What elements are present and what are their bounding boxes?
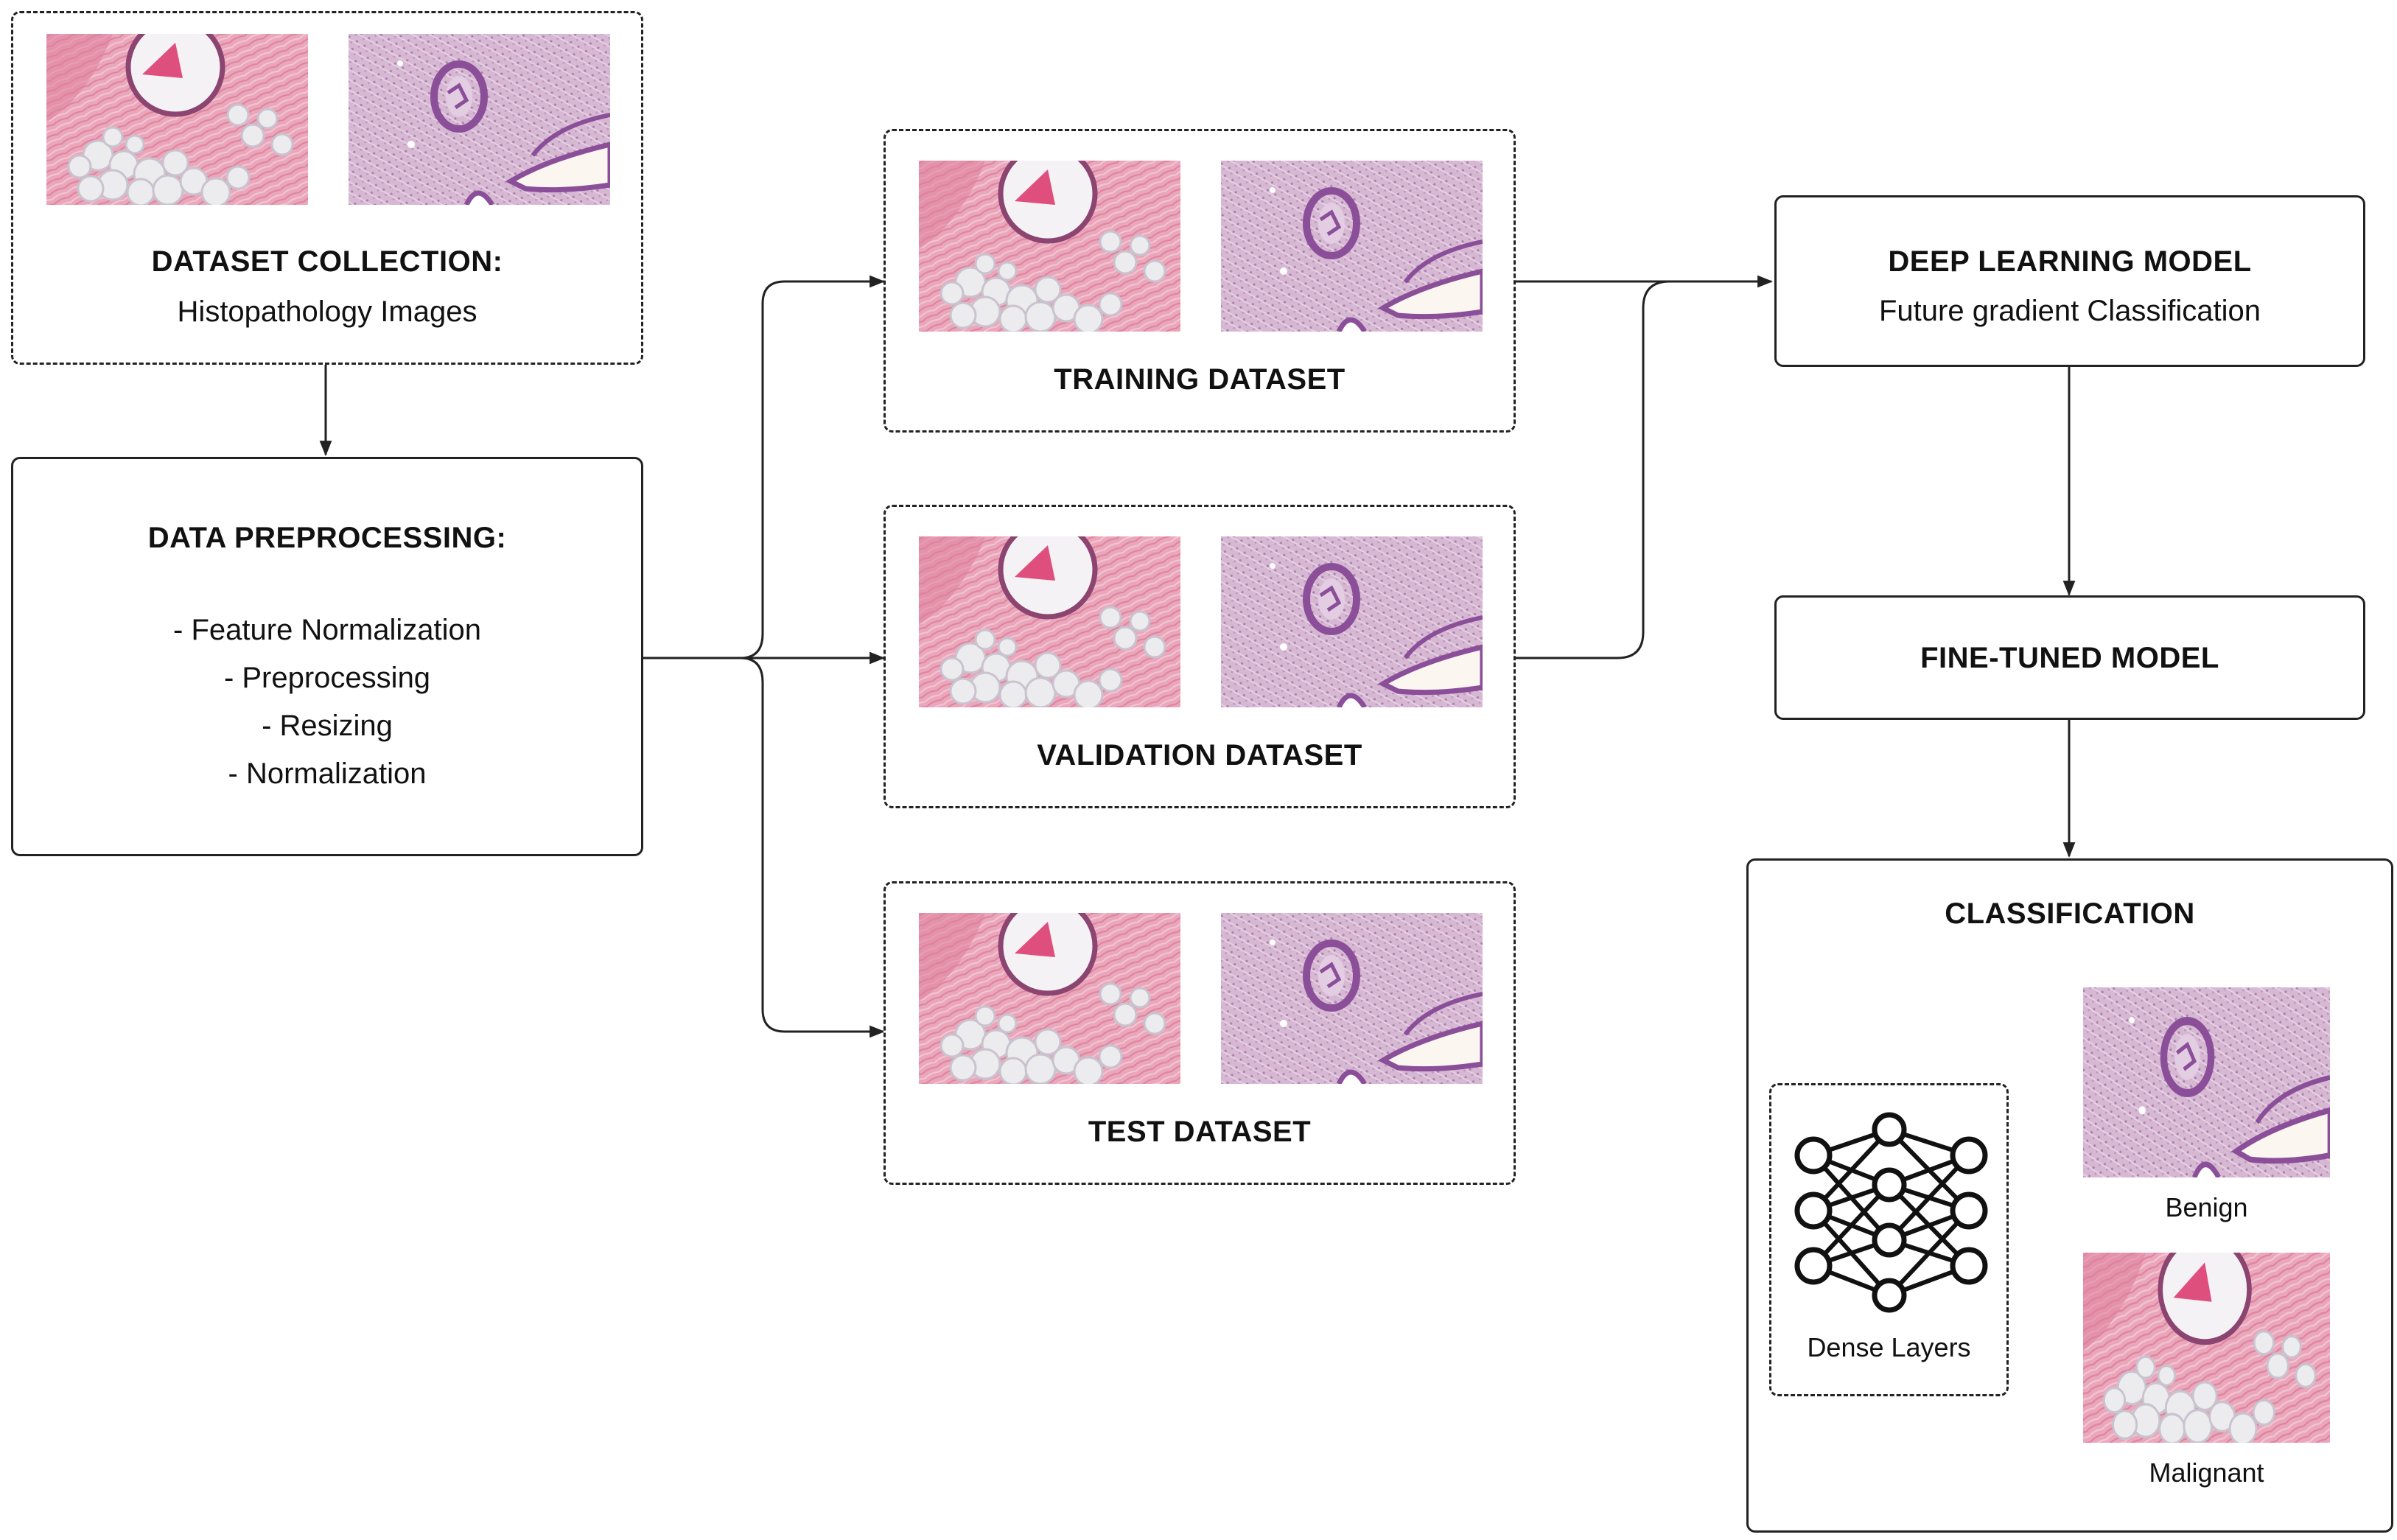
data-preprocessing-box: DATA PREPROCESSING: - Feature Normalizat… (11, 457, 643, 856)
deep-learning-model-box: DEEP LEARNING MODEL Future gradient Clas… (1774, 195, 2365, 367)
preprocessing-step: - Resizing (262, 710, 393, 742)
dataset-collection-subtitle: Histopathology Images (177, 295, 477, 328)
fine-tuned-model-title: FINE-TUNED MODEL (1920, 642, 2219, 674)
arrow-to-training (740, 275, 886, 659)
benign-sample-image (349, 34, 610, 205)
benign-sample-image (1221, 161, 1483, 332)
training-dataset-title: TRAINING DATASET (1054, 363, 1346, 396)
test-dataset-box: TEST DATASET (883, 881, 1516, 1185)
malignant-label: Malignant (2149, 1457, 2264, 1488)
malignant-sample-image (46, 34, 308, 205)
malignant-sample-image (919, 913, 1180, 1084)
malignant-result-image (2083, 1253, 2330, 1443)
preprocessing-step: - Preprocessing (223, 662, 431, 694)
test-dataset-title: TEST DATASET (1088, 1116, 1312, 1148)
dense-layers-label: Dense Layers (1807, 1332, 1971, 1362)
deep-learning-model-title: DEEP LEARNING MODEL (1888, 245, 2252, 278)
benign-label: Benign (2165, 1192, 2248, 1222)
validation-dataset-title: VALIDATION DATASET (1037, 739, 1362, 771)
deep-learning-model-subtitle: Future gradient Classification (1878, 295, 2261, 327)
classification-title: CLASSIFICATION (1945, 897, 2195, 930)
validation-dataset-box: VALIDATION DATASET (883, 505, 1516, 808)
preprocessing-step: - Normalization (228, 757, 427, 790)
benign-result-image (2083, 987, 2330, 1177)
fine-tuned-model-box: FINE-TUNED MODEL (1774, 595, 2365, 720)
malignant-sample-image (919, 536, 1180, 707)
data-preprocessing-title: DATA PREPROCESSING: (147, 522, 507, 554)
dense-layers-box: Dense Layers (1769, 1083, 2009, 1396)
benign-sample-image (1221, 913, 1483, 1084)
neural-network-icon (1794, 1112, 1988, 1313)
arrow-to-test (740, 657, 886, 1038)
dataset-collection-title: DATASET COLLECTION: (151, 245, 503, 278)
classification-box: CLASSIFICATION Dense Layers Benign Malig… (1746, 858, 2393, 1533)
dataset-collection-box: DATASET COLLECTION: Histopathology Image… (11, 11, 643, 365)
arrow-validation-to-model (1514, 280, 1670, 659)
malignant-sample-image (919, 161, 1180, 332)
training-dataset-box: TRAINING DATASET (883, 129, 1516, 433)
preprocessing-step: - Feature Normalization (173, 614, 481, 646)
benign-sample-image (1221, 536, 1483, 707)
